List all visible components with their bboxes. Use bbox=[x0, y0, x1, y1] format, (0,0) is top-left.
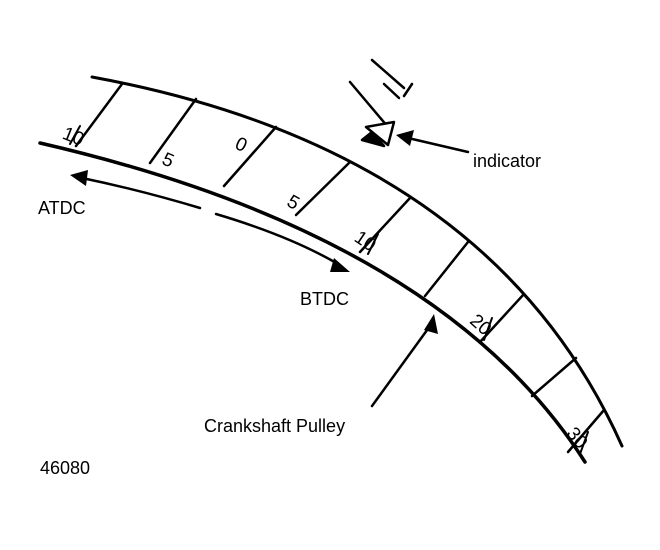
mark-tdc: 0 bbox=[232, 133, 251, 157]
pulley-label: Crankshaft Pulley bbox=[204, 416, 345, 436]
pulley-arrow bbox=[370, 314, 438, 408]
tick-10-atdc bbox=[74, 82, 124, 148]
tick-30-btdc bbox=[566, 408, 606, 454]
tick-15-btdc bbox=[423, 240, 470, 298]
scale-ticks bbox=[74, 82, 606, 454]
tick-tdc bbox=[222, 125, 278, 188]
pulley-inner-edge bbox=[38, 141, 587, 464]
atdc-arrow bbox=[70, 170, 202, 210]
indicator-label: indicator bbox=[473, 151, 541, 171]
numeral-slashes bbox=[69, 125, 589, 455]
indicator-arrow bbox=[396, 130, 470, 154]
tick-10-btdc bbox=[358, 196, 412, 254]
btdc-arrow bbox=[214, 212, 350, 272]
atdc-label: ATDC bbox=[38, 198, 86, 218]
pulley-outer-edge bbox=[90, 75, 624, 448]
figure-number: 46080 bbox=[40, 458, 90, 478]
btdc-label: BTDC bbox=[300, 289, 349, 309]
mark-5-atdc: 5 bbox=[159, 149, 177, 172]
tick-25-btdc bbox=[530, 356, 578, 398]
tick-5-btdc bbox=[294, 160, 352, 217]
tick-20-btdc bbox=[478, 292, 526, 344]
tick-5-atdc bbox=[148, 97, 198, 165]
indicator-pointer bbox=[348, 58, 414, 148]
